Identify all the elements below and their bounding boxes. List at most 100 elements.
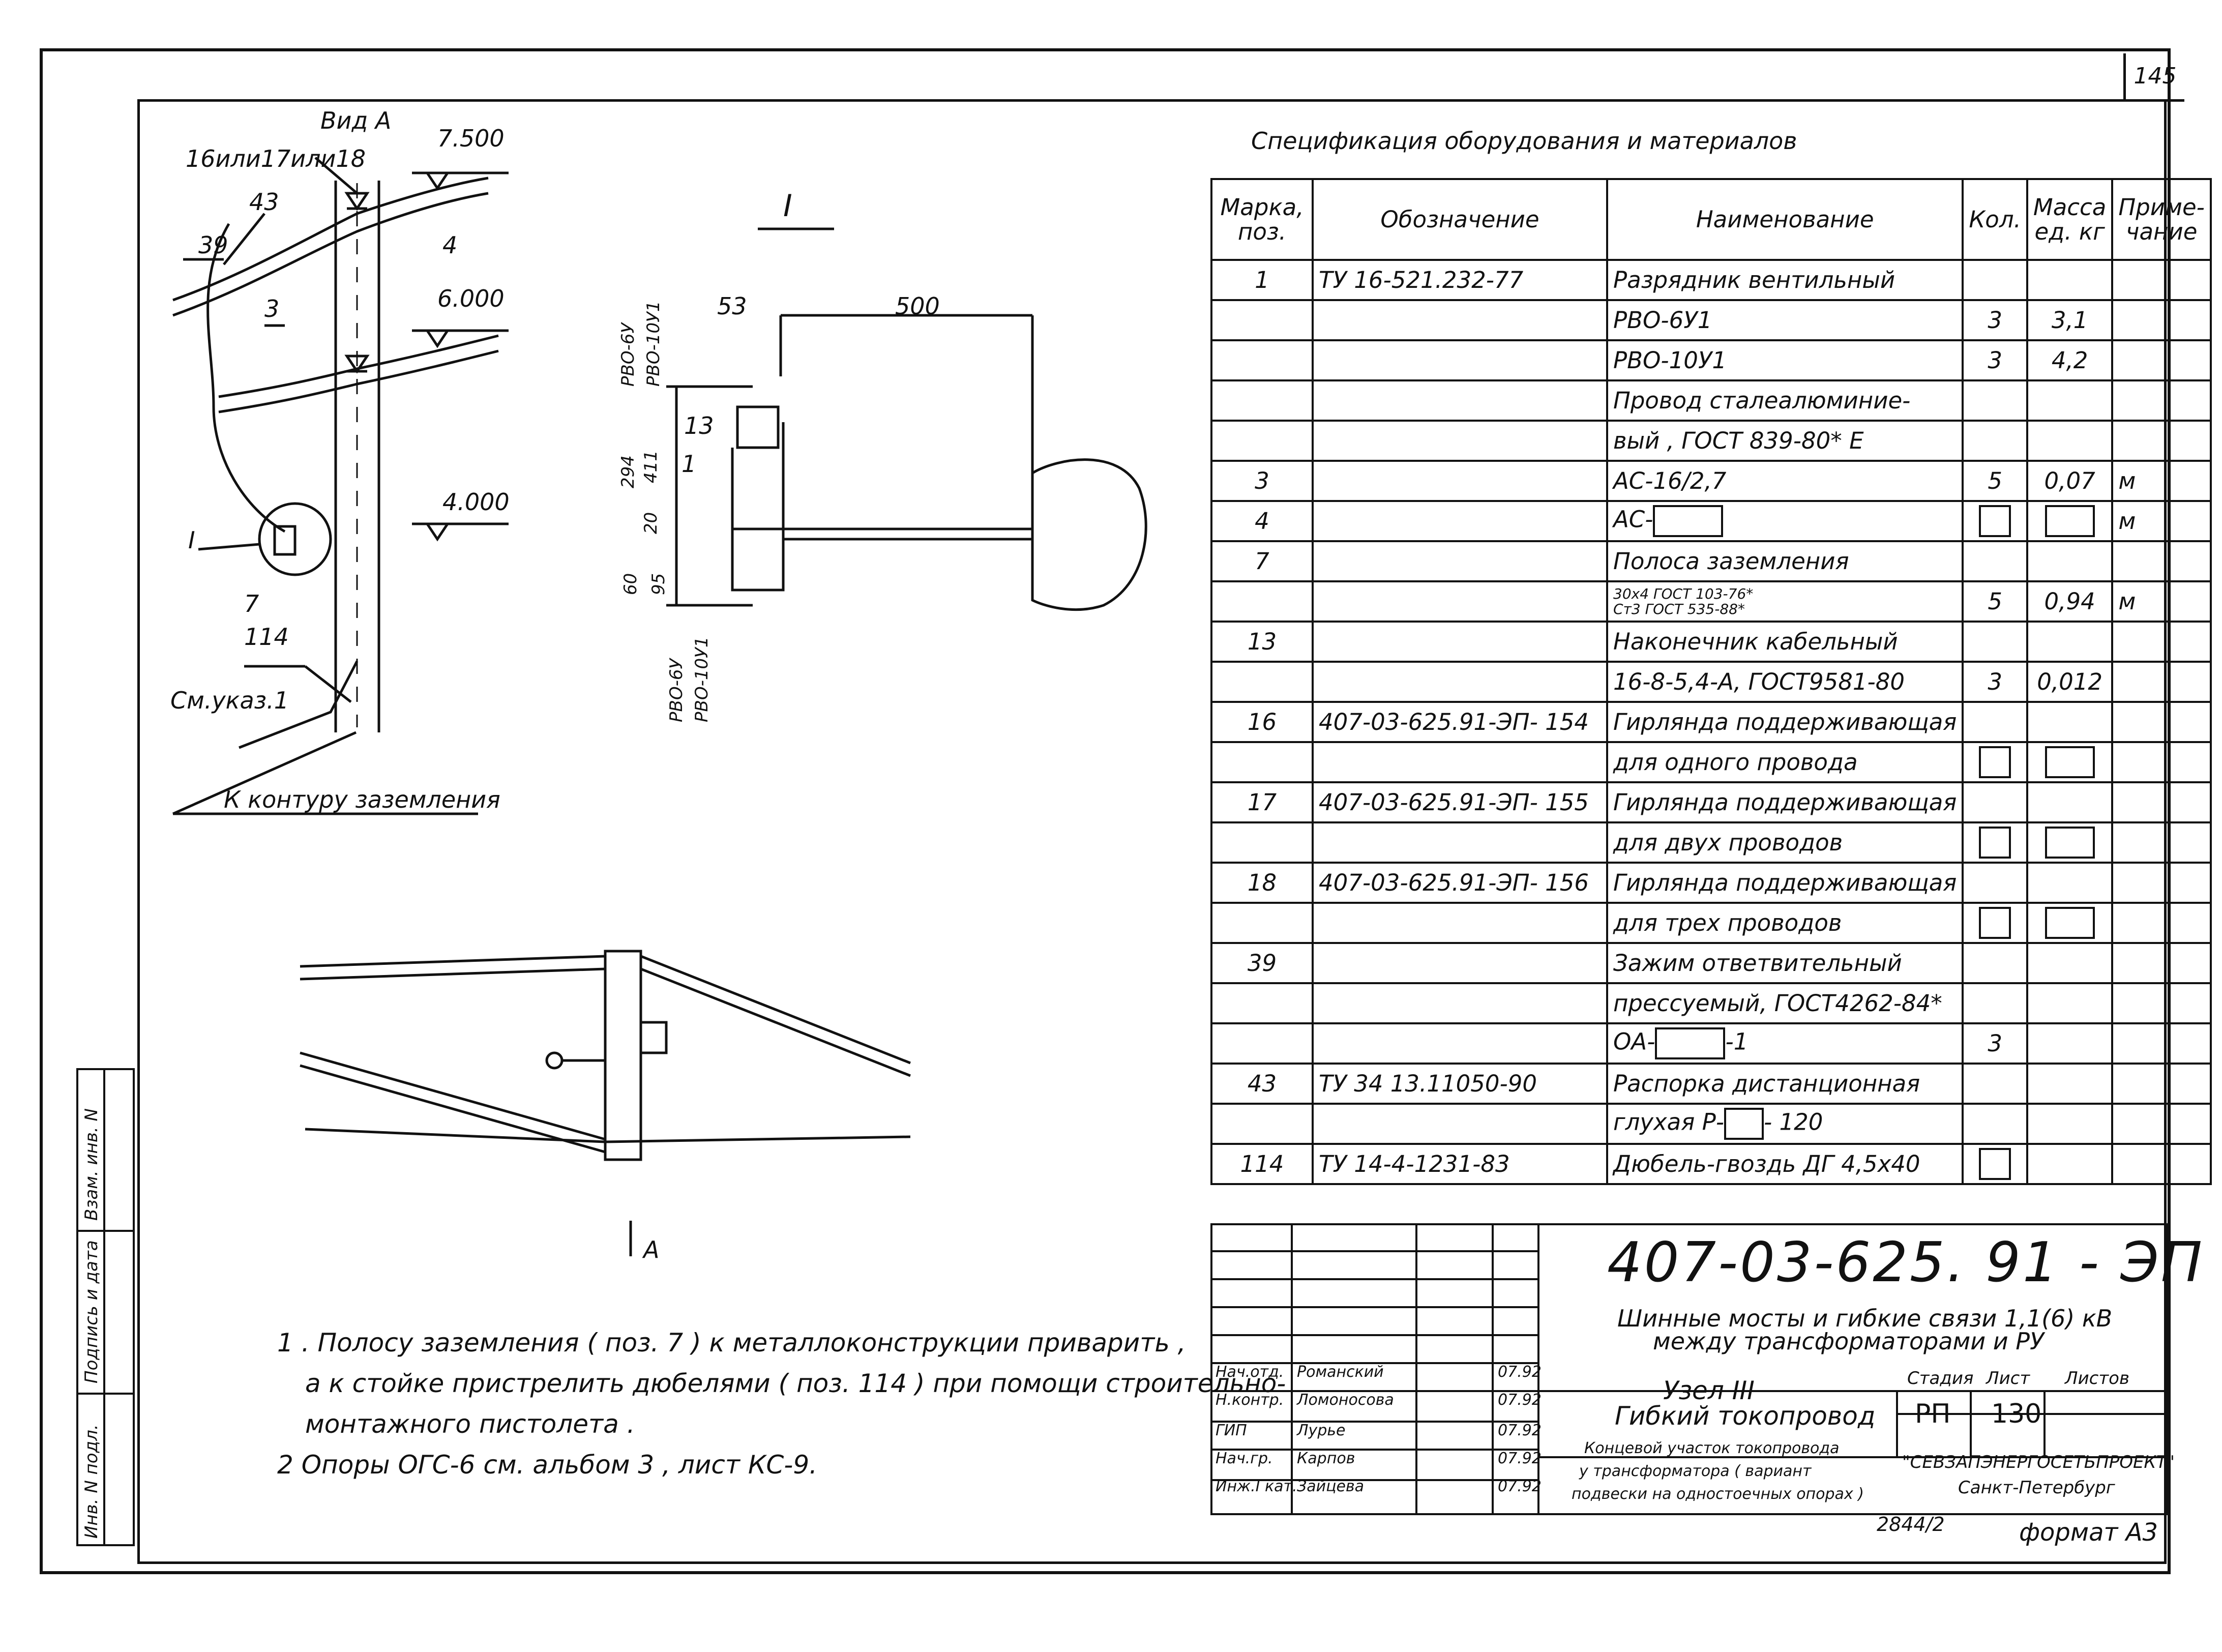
sheet-value: 130 bbox=[1991, 1399, 2042, 1429]
signer-date: 07.92 bbox=[1498, 1450, 1542, 1467]
sheet-desc-line-1: Концевой участок токопровода bbox=[1584, 1439, 1840, 1457]
cell-mark: 3 bbox=[1210, 460, 1314, 502]
to-ground-label: К контуру заземления bbox=[224, 786, 500, 813]
cell-name: для трех проводов bbox=[1606, 902, 1964, 944]
view-arrow-a-label: А bbox=[643, 1236, 660, 1263]
cell-mark: 1 bbox=[1210, 259, 1314, 301]
cell-qty: 3 bbox=[1962, 661, 2028, 703]
cell-mass: 0,07 bbox=[2026, 460, 2114, 502]
signer-role: Н.контр. bbox=[1216, 1391, 1284, 1409]
cell-note bbox=[2111, 259, 2212, 301]
cell-name: АС-16/2,7 bbox=[1606, 460, 1964, 502]
dim-411: 411 bbox=[641, 450, 661, 483]
sheet-desc-line-2: у трансформатора ( вариант bbox=[1579, 1462, 1812, 1480]
cell-note bbox=[2111, 420, 2212, 462]
cell-note: м bbox=[2111, 460, 2212, 502]
cell-code: 407-03-625.91-ЭП- 154 bbox=[1312, 701, 1608, 743]
pos-1-label: 1 bbox=[682, 450, 697, 478]
cell-name: Зажим ответвительный bbox=[1606, 942, 1964, 984]
signer-name: Лурье bbox=[1297, 1422, 1346, 1439]
cell-qty bbox=[1962, 701, 2028, 743]
blank-mass-field[interactable] bbox=[2045, 827, 2095, 859]
pos-7-label: 7 bbox=[244, 590, 259, 617]
cell-qty bbox=[1962, 259, 2028, 301]
sheets-label: Листов bbox=[2065, 1368, 2130, 1389]
blank-qty-field[interactable] bbox=[1979, 1148, 2011, 1180]
dim-20: 20 bbox=[641, 512, 661, 534]
sheet-desc-line-3: подвески на одностоечных опорах ) bbox=[1572, 1485, 1864, 1503]
blank-qty-field[interactable] bbox=[1979, 505, 2011, 537]
blank-qty-field[interactable] bbox=[1979, 746, 2011, 778]
org-name: "СЕВЗАПЭНЕРГОСЕТЬПРОЕКТ" bbox=[1902, 1452, 2175, 1472]
cell-mass bbox=[2026, 821, 2114, 864]
hdr-code: Обозначение bbox=[1312, 178, 1608, 261]
cell-mass bbox=[2026, 982, 2114, 1024]
cell-qty bbox=[1962, 942, 2028, 984]
cell-mark bbox=[1210, 580, 1314, 623]
blank-qty-field[interactable] bbox=[1979, 827, 2011, 859]
cell-mark: 43 bbox=[1210, 1063, 1314, 1105]
notes: 1 . Полосу заземления ( поз. 7 ) к метал… bbox=[277, 1322, 1286, 1485]
ground-strip bbox=[239, 660, 359, 749]
signer-name: Зайцева bbox=[1297, 1478, 1365, 1495]
cell-note bbox=[2111, 540, 2212, 582]
cell-note bbox=[2111, 942, 2212, 984]
cell-note bbox=[2111, 982, 2212, 1024]
dim-294: 294 bbox=[618, 455, 638, 488]
cell-mass bbox=[2026, 942, 2114, 984]
cell-code bbox=[1312, 661, 1608, 703]
side-approval-strip: Взам. инв. N Подпись и дата Инв. N подл. bbox=[76, 1068, 135, 1546]
cell-qty bbox=[1962, 1143, 2028, 1185]
note-1-line-1: 1 . Полосу заземления ( поз. 7 ) к метал… bbox=[277, 1328, 1186, 1358]
cell-name: прессуемый, ГОСТ4262-84* bbox=[1606, 982, 1964, 1024]
blank-clamp-size-field[interactable] bbox=[1655, 1027, 1726, 1059]
blank-mass-field[interactable] bbox=[2045, 907, 2095, 939]
lower-wire-a bbox=[218, 334, 499, 398]
detail-I-title: I bbox=[783, 188, 792, 224]
note-1-line-2: а к стойке пристрелить дюбелями ( поз. 1… bbox=[305, 1369, 1286, 1398]
table-row: прессуемый, ГОСТ4262-84* bbox=[1210, 982, 2212, 1024]
cell-name: для одного провода bbox=[1606, 741, 1964, 783]
node-I-label: I bbox=[188, 526, 195, 554]
blank-wire-section-field[interactable] bbox=[1653, 505, 1724, 537]
rvo6-label-top: РВО-6У bbox=[618, 322, 638, 387]
blank-mass-field[interactable] bbox=[2045, 505, 2095, 537]
blank-qty-field[interactable] bbox=[1979, 907, 2011, 939]
cell-note: м bbox=[2111, 500, 2212, 542]
blank-spacer-size-field[interactable] bbox=[1724, 1108, 1764, 1140]
cell-mass bbox=[2026, 1103, 2114, 1145]
cell-mark: 16 bbox=[1210, 701, 1314, 743]
table-row: для трех проводов bbox=[1210, 902, 2212, 944]
cell-qty bbox=[1962, 1103, 2028, 1145]
node-I-circle bbox=[258, 502, 332, 576]
cell-code: 407-03-625.91-ЭП- 155 bbox=[1312, 781, 1608, 823]
side-label-inventory: Инв. N подл. bbox=[81, 1424, 102, 1539]
signer-role: Нач.отд. bbox=[1216, 1363, 1284, 1381]
dim-95: 95 bbox=[648, 573, 669, 595]
hdr-mark: Марка, поз. bbox=[1210, 178, 1314, 261]
garland-label: 16или17или18 bbox=[186, 145, 366, 172]
clamp-type-suffix: -1 bbox=[1725, 1028, 1749, 1055]
note-1-line-3: монтажного пистолета . bbox=[305, 1409, 635, 1439]
blank-mass-field[interactable] bbox=[2045, 746, 2095, 778]
cell-code bbox=[1312, 540, 1608, 582]
cell-mark bbox=[1210, 661, 1314, 703]
cell-code: 407-03-625.91-ЭП- 156 bbox=[1312, 862, 1608, 904]
table-row: вый , ГОСТ 839-80* Е bbox=[1210, 420, 2212, 462]
cell-code bbox=[1312, 1103, 1608, 1145]
cell-mass: 4,2 bbox=[2026, 339, 2114, 381]
dim-500: 500 bbox=[895, 292, 940, 320]
cell-name: для двух проводов bbox=[1606, 821, 1964, 864]
signer-name: Ломоносова bbox=[1297, 1391, 1394, 1409]
transformer-bushing-outline bbox=[1031, 458, 1147, 611]
project-title-line-1: Шинные мосты и гибкие связи 1,1(6) кВ bbox=[1617, 1305, 2113, 1332]
cell-mass: 0,012 bbox=[2026, 661, 2114, 703]
cell-name: глухая Р-- 120 bbox=[1606, 1103, 1964, 1145]
cell-qty bbox=[1962, 862, 2028, 904]
cell-mass bbox=[2026, 500, 2114, 542]
